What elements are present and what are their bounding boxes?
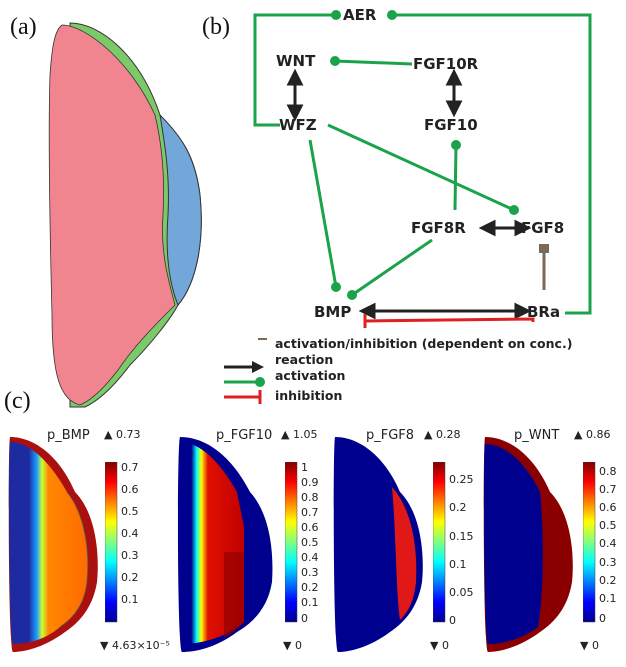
tick: 0.7: [121, 461, 139, 474]
edge-bra-bmp-inhibition: [364, 317, 535, 323]
edge-aer-bra: [392, 13, 592, 315]
edge-fgf8r-bmp: [351, 238, 433, 297]
edge-fgf8r-fgf10: [453, 144, 458, 211]
heatmap-wnt: [483, 437, 573, 652]
plot-title-wnt: p_WNT: [514, 428, 560, 443]
edge-aer-wfz: [253, 13, 336, 127]
tick: 0.15: [449, 530, 474, 543]
tick: 0.7: [301, 506, 319, 519]
node-wfz: WFZ: [279, 116, 317, 134]
tick: 0.2: [301, 581, 319, 594]
tick: 0.1: [449, 558, 467, 571]
heatmap-fgf10: [177, 437, 273, 652]
plot-min-wnt: ▼ 0: [580, 639, 599, 652]
node-bra: BRa: [527, 303, 561, 321]
panel-label-c: (c): [4, 388, 31, 414]
tick: 0.7: [599, 483, 617, 496]
legend-markers: [224, 361, 265, 404]
panel-label-b: (b): [202, 14, 230, 40]
tick: 0.4: [301, 551, 319, 564]
node-aer: AER: [343, 6, 377, 24]
tick: 0.25: [449, 473, 474, 486]
colorbar-fgf8: [433, 462, 446, 623]
tick: 0.3: [121, 549, 139, 562]
plot-max-wnt: ▲ 0.86: [574, 428, 611, 441]
plot-title-bmp: p_BMP: [47, 428, 90, 443]
dot-aer-right: [387, 10, 397, 20]
tick: 0.8: [301, 491, 319, 504]
node-bmp: BMP: [314, 303, 352, 321]
edge-wfz-bmp: [308, 139, 338, 288]
tick: 0.2: [449, 501, 467, 514]
legend-inhibition: inhibition: [275, 388, 343, 403]
colorbar-fgf10: [285, 462, 298, 623]
tick: 0.1: [599, 592, 617, 605]
edge-wfz-fgf8: [327, 123, 515, 212]
tick: 0.6: [599, 501, 617, 514]
node-wnt: WNT: [276, 52, 316, 70]
dot-bmp-right: [347, 290, 357, 300]
tick: 0: [449, 614, 456, 627]
colorbar-wnt: [583, 462, 596, 623]
dot-fgf10: [451, 140, 461, 150]
heatmap-bmp: [8, 437, 98, 652]
tick: 0: [301, 612, 308, 625]
tick: 0.3: [599, 556, 617, 569]
network-diagram: [253, 10, 592, 340]
edge-wnt-fgf10r: [334, 59, 413, 66]
plot-max-bmp: ▲ 0.73: [104, 428, 141, 441]
dot-bmp-left: [331, 282, 341, 292]
side-region: [159, 113, 202, 306]
dot-fgf8: [509, 205, 519, 215]
node-fgf10: FGF10: [424, 116, 478, 134]
legend-concentration: activation/inhibition (dependent on conc…: [275, 336, 573, 351]
tick: 0.05: [449, 586, 474, 599]
tick: 0.4: [121, 527, 139, 540]
tick: 0.2: [599, 574, 617, 587]
tick: 1: [301, 461, 308, 474]
tick: 0.5: [599, 519, 617, 532]
main-region: [48, 24, 176, 406]
tick: 0.2: [121, 571, 139, 584]
plot-min-fgf8: ▼ 0: [430, 639, 449, 652]
heatmap-fgf8: [333, 437, 423, 652]
tick: 0.5: [301, 536, 319, 549]
tick: 0.6: [121, 483, 139, 496]
plot-max-fgf8: ▲ 0.28: [424, 428, 461, 441]
node-fgf8: FGF8: [521, 219, 565, 237]
tick: 0.8: [599, 465, 617, 478]
colorbar-bmp: [105, 462, 118, 623]
plot-min-bmp: ▼ 4.63×10⁻⁵: [100, 639, 170, 652]
tick: 0.4: [599, 537, 617, 550]
plot-min-fgf10: ▼ 0: [283, 639, 302, 652]
tick: 0.3: [301, 566, 319, 579]
node-fgf10r: FGF10R: [413, 55, 479, 73]
plot-title-fgf10: p_FGF10: [216, 428, 273, 443]
plot-title-fgf8: p_FGF8: [366, 428, 415, 443]
tick: 0.1: [121, 593, 139, 606]
plot-max-fgf10: ▲ 1.05: [281, 428, 318, 441]
dot-aer-left: [331, 10, 341, 20]
tick: 0.1: [301, 596, 319, 609]
limb-bud-geometry: [48, 22, 202, 408]
legend-reaction: reaction: [275, 352, 334, 367]
dot-wnt: [330, 56, 340, 66]
tick: 0: [599, 612, 606, 625]
legend-activation: activation: [275, 368, 346, 383]
node-fgf8r: FGF8R: [411, 219, 466, 237]
tick: 0.5: [121, 505, 139, 518]
tick: 0.9: [301, 476, 319, 489]
tick: 0.6: [301, 521, 319, 534]
panel-label-a: (a): [10, 14, 37, 40]
